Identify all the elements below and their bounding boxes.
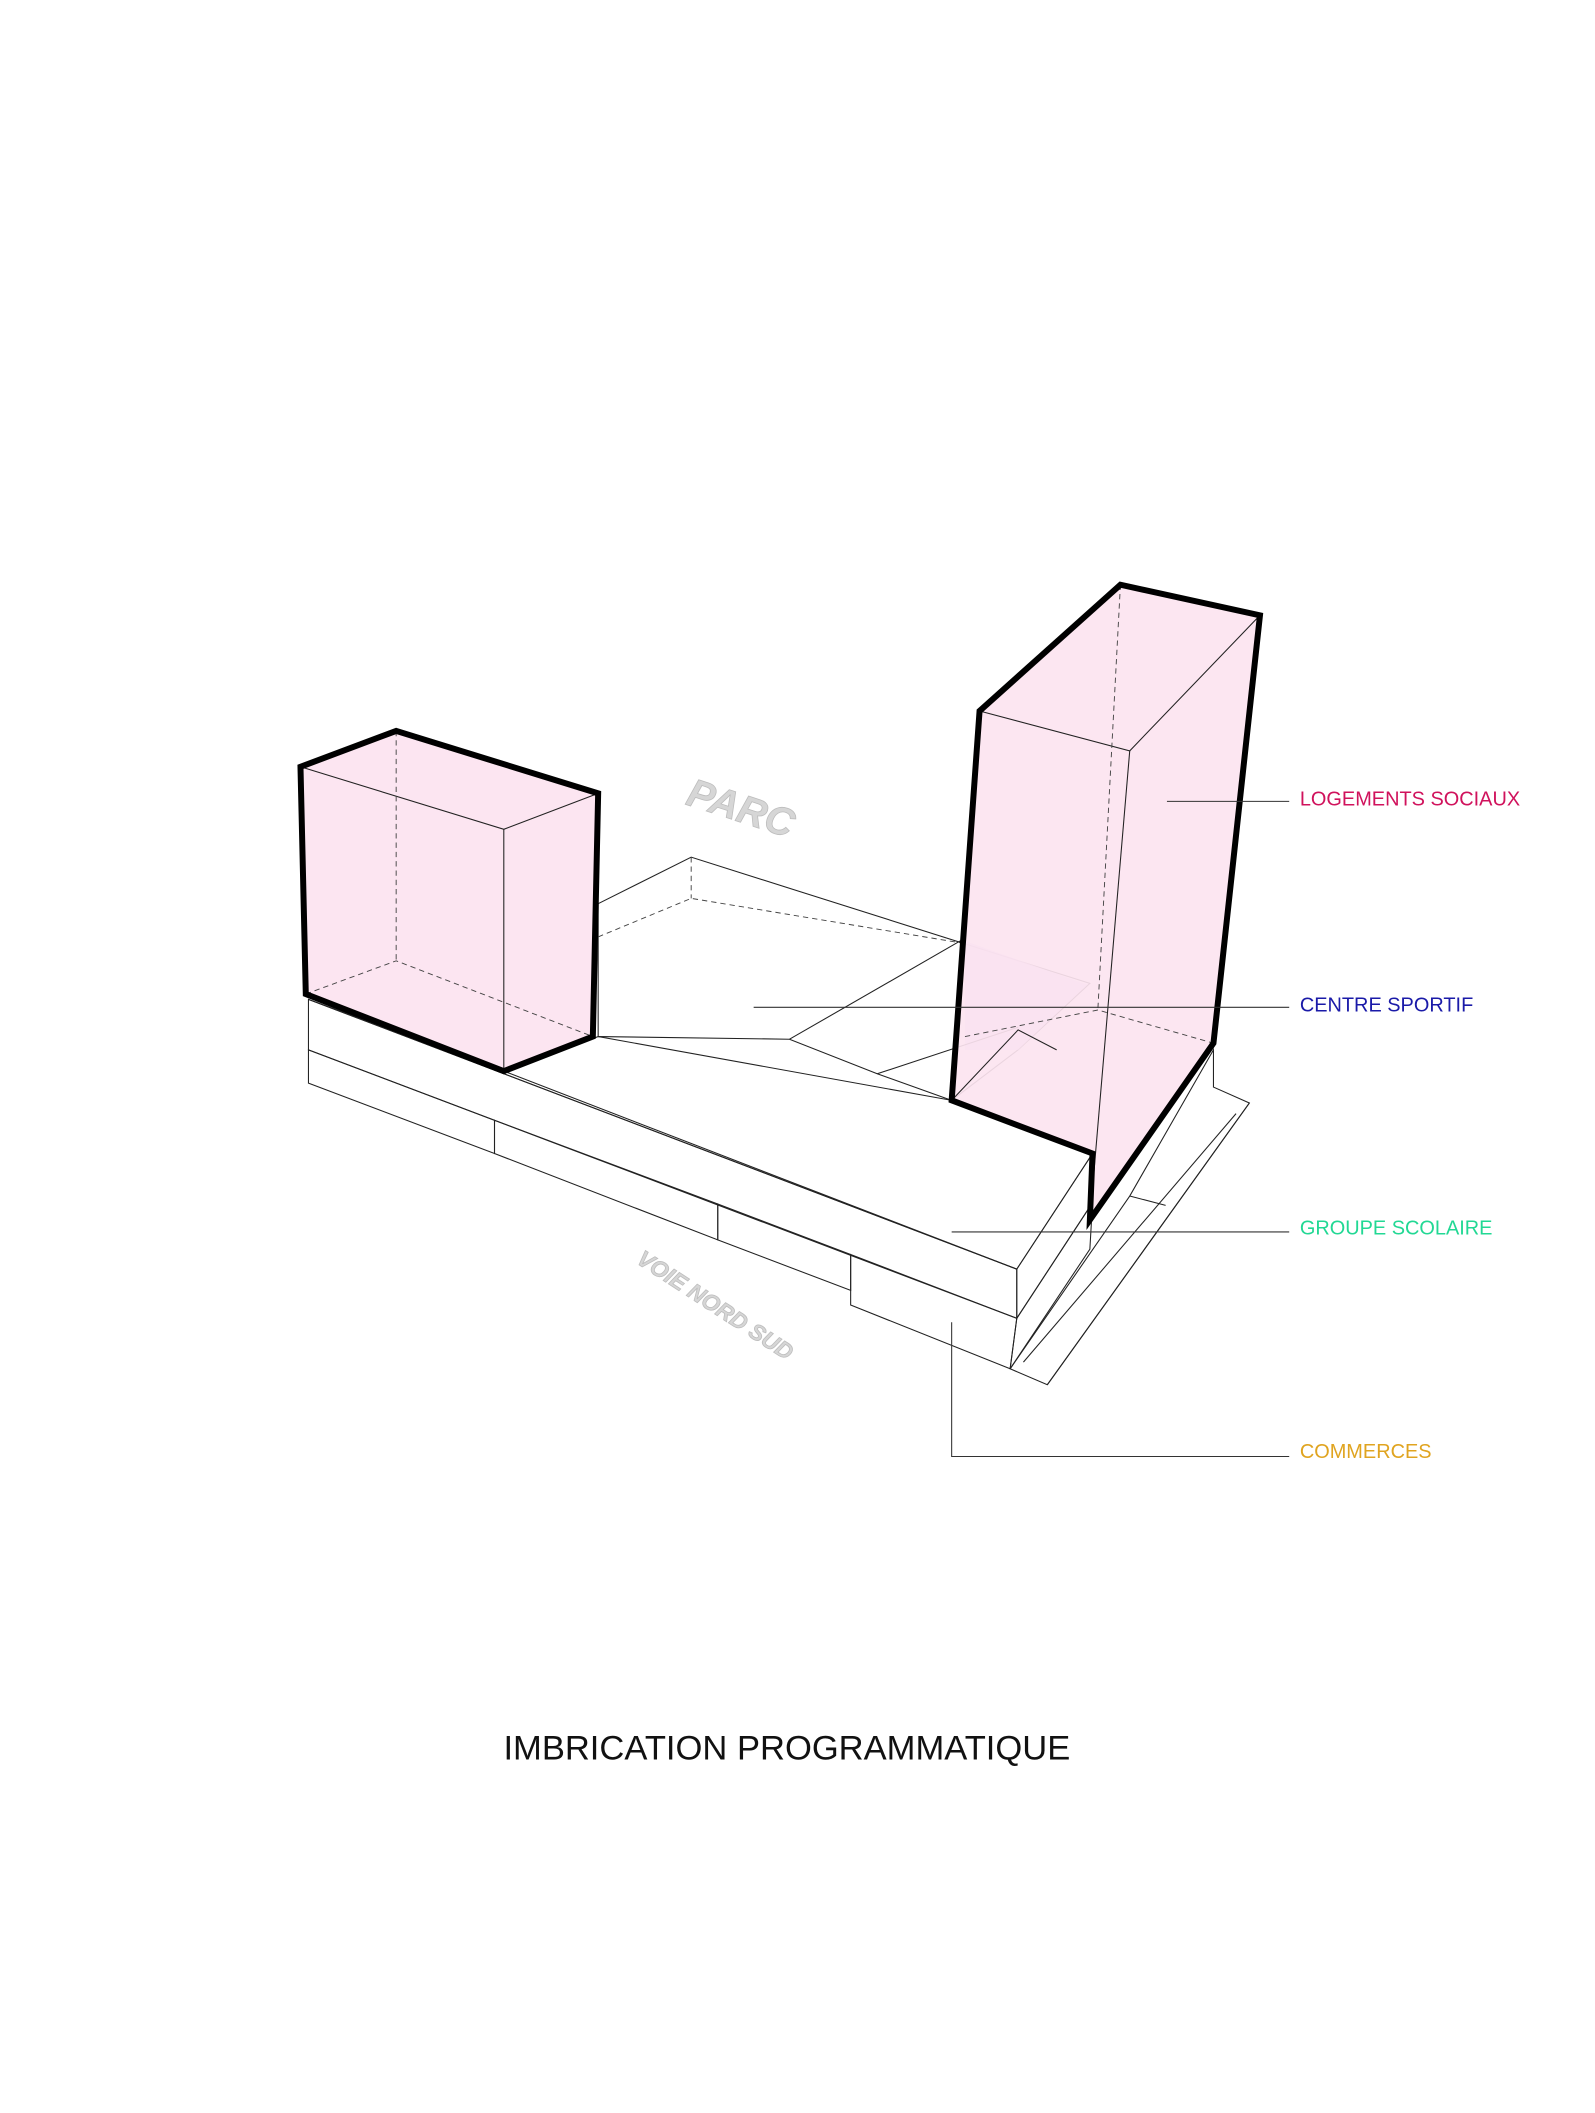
diagram-title: IMBRICATION PROGRAMMATIQUE — [503, 1730, 1070, 1768]
legend-commerces: COMMERCES — [1300, 1441, 1432, 1463]
ground-plate — [1009, 1047, 1251, 1386]
leader-commerces — [951, 1322, 1290, 1458]
legend-groupe-scolaire: GROUPE SCOLAIRE — [1300, 1218, 1493, 1240]
parc-label: PARC — [682, 771, 801, 847]
legend-centre-sportif: CENTRE SPORTIF — [1300, 994, 1473, 1016]
voie-nord-sud-label: VOIE NORD SUD — [633, 1246, 798, 1365]
logements-block-left — [297, 727, 602, 1075]
logements-block-right — [948, 581, 1264, 1231]
commerces-block — [850, 1253, 1018, 1370]
legend-logements-sociaux: LOGEMENTS SOCIAUX — [1300, 788, 1520, 810]
